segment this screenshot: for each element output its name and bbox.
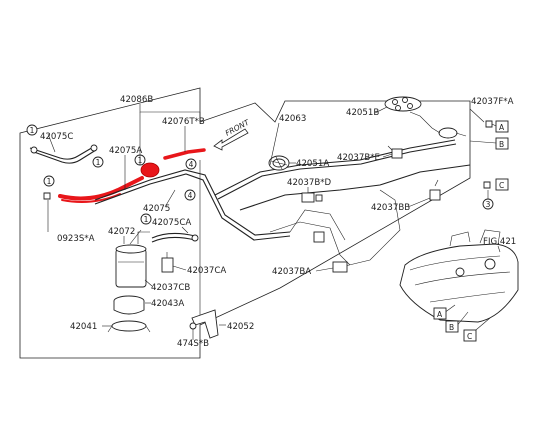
leader-42037FA — [469, 108, 485, 123]
label-42037BE: 42037B*E — [337, 153, 380, 163]
ref-B-bottom — [445, 320, 459, 333]
label-42043A: 42043A — [151, 299, 184, 309]
band-42041 — [107, 320, 151, 333]
bolt-right-upper — [485, 120, 493, 128]
label-42076TB: 42076T*B — [162, 117, 205, 127]
ref-C-bottom-label: C — [467, 332, 472, 341]
label-42037CB: 42037CB — [151, 283, 190, 293]
callout-3-label: 3 — [486, 200, 491, 209]
cushion-42043A — [113, 295, 145, 315]
ref-B-top — [495, 137, 509, 150]
label-42037BD: 42037B*D — [287, 178, 332, 188]
label-0923SA: 0923S*A — [57, 234, 95, 244]
label-42051B: 42051B — [346, 108, 379, 118]
leader-ref-B-top — [469, 140, 497, 144]
clip-42037B-D — [301, 192, 323, 203]
front-arrow — [213, 128, 249, 151]
highlighted-clamp — [140, 162, 160, 178]
leader-42086B — [139, 104, 201, 122]
callout-1-b-label: 1 — [96, 158, 101, 167]
ref-C-top — [495, 178, 509, 191]
callout-4-a — [185, 158, 197, 170]
bracket-42052 — [189, 309, 219, 339]
callout-4-a-label: 4 — [189, 160, 194, 169]
callout-1-e — [140, 213, 152, 225]
label-42037FA: 42037F*A — [471, 97, 514, 107]
callout-1-a-label: 1 — [30, 126, 35, 135]
vapor-lines-42063 — [214, 139, 471, 267]
leader-42037BA — [315, 267, 334, 272]
ref-B-top-label: B — [499, 140, 504, 149]
hose-42075CA — [151, 232, 199, 243]
label-42075CA: 42075CA — [152, 218, 191, 228]
label-42063: 42063 — [279, 114, 306, 124]
label-474SB: 474S*B — [177, 339, 209, 349]
leader-42075 — [164, 189, 176, 208]
callout-1-c-label: 1 — [47, 177, 52, 186]
part-42037CA — [161, 252, 174, 273]
hose-42075C — [29, 144, 98, 164]
plate-42051B — [384, 96, 422, 112]
ref-A-bottom-label: A — [437, 310, 443, 319]
fuel-filter-42072 — [115, 231, 150, 288]
supply-line — [94, 169, 291, 241]
leader-42075C — [47, 133, 56, 153]
ref-B-bottom-label: B — [449, 323, 454, 332]
ref-A-top — [495, 120, 509, 133]
gasket-42051A — [268, 155, 290, 171]
highlighted-hose — [58, 148, 206, 203]
leader-ref-A-top — [491, 123, 497, 127]
label-42037CA: 42037CA — [187, 266, 226, 276]
clip-42037B-E — [387, 145, 403, 159]
bolt-right-lower — [483, 181, 491, 189]
label-42052: 42052 — [227, 322, 254, 332]
leader-42037BE — [382, 153, 393, 158]
leader-42037CB — [144, 279, 153, 287]
fitting-42037F-A — [409, 111, 467, 139]
clip-42037BA — [313, 231, 348, 273]
leader-42063 — [269, 122, 280, 166]
leader-42075CA — [181, 226, 189, 234]
ref-A-bottom — [433, 307, 447, 320]
label-42041: 42041 — [70, 322, 97, 332]
label-42075A: 42075A — [109, 146, 142, 156]
callout-1-e-label: 1 — [144, 215, 149, 224]
callout-4-b-label: 4 — [188, 191, 193, 200]
label-42075: 42075 — [143, 204, 170, 214]
leader-42037BB — [407, 197, 431, 208]
label-42072: 42072 — [108, 227, 135, 237]
bolt-left — [43, 192, 51, 200]
ref-A-top-label: A — [499, 123, 505, 132]
clip-42037BB — [429, 179, 441, 201]
callout-1-a — [26, 124, 38, 136]
label-42075C: 42075C — [40, 132, 73, 142]
fuel-tank-fig421 — [399, 229, 519, 323]
label-fig421: FIG.421 — [483, 237, 516, 247]
leader-42051B — [374, 106, 388, 114]
ref-C-bottom — [463, 329, 477, 342]
label-42037BA: 42037BA — [272, 267, 311, 277]
leader-fig421 — [497, 245, 501, 253]
label-42037BB: 42037BB — [371, 203, 410, 213]
callout-1-b — [92, 156, 104, 168]
label-42051A: 42051A — [296, 159, 329, 169]
ref-C-top-label: C — [499, 181, 504, 190]
callout-4-b — [184, 189, 196, 201]
front-label: FRONT — [224, 117, 252, 138]
callout-1-c — [43, 175, 55, 187]
leader-42037CA — [172, 265, 187, 271]
leader-42072 — [129, 229, 142, 245]
label-42086B: 42086B — [120, 95, 153, 105]
